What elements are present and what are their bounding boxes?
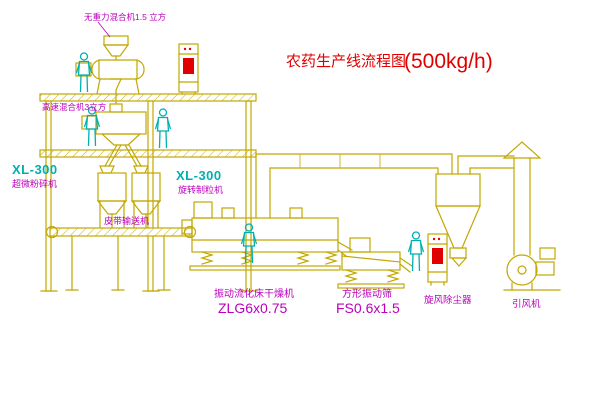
dryer-exhaust-nozzle xyxy=(221,207,235,219)
mixer-motor xyxy=(81,115,97,130)
pulverizer xyxy=(96,165,128,229)
duct-flange xyxy=(299,153,381,169)
vibrating-screen xyxy=(337,237,413,289)
floor-slab-upper xyxy=(39,93,257,102)
cabinet-display xyxy=(432,248,443,264)
fluid-bed-dryer xyxy=(181,201,353,271)
control-cabinet-upper xyxy=(178,43,199,95)
operator-figure xyxy=(83,106,101,147)
exhaust-stack xyxy=(502,141,542,256)
indicator-light xyxy=(437,237,441,241)
spring xyxy=(297,251,309,265)
label-fluid-bed-dryer-model: ZLG6x0.75 xyxy=(218,300,287,316)
label-pulverizer-name: 超微粉碎机 xyxy=(12,178,57,189)
label-high-speed-mixer: 高速混合机3立方 xyxy=(42,102,106,112)
exhaust-duct xyxy=(255,153,453,219)
spring xyxy=(345,269,357,283)
gravity-mixer xyxy=(75,35,145,95)
screen-outlet-chutes xyxy=(399,257,413,273)
diagram-title: 农药生产线流程图 xyxy=(286,53,406,70)
building-structure xyxy=(39,93,258,292)
label-leader-line xyxy=(97,21,111,38)
spring xyxy=(325,251,337,265)
dryer-exhaust-nozzle xyxy=(289,207,303,219)
control-cabinet-lower xyxy=(427,233,448,286)
rotary-granulator xyxy=(130,165,162,229)
label-gravity-mixer: 无重力混合机1.5 立方 xyxy=(84,12,166,22)
conveyor-roller xyxy=(183,225,197,239)
label-belt-conveyor: 皮带输送机 xyxy=(104,215,149,226)
label-granulator-name: 旋转制粒机 xyxy=(178,184,223,195)
label-vibrating-screen: 方形振动筛 xyxy=(342,287,392,300)
label-pulverizer-model: XL-300 xyxy=(12,162,58,177)
operator-figure xyxy=(154,108,172,149)
cabinet-display xyxy=(183,58,194,74)
fan-hub xyxy=(517,265,527,275)
spring xyxy=(387,269,399,283)
label-granulator-model: XL-300 xyxy=(176,168,222,183)
column-left xyxy=(45,100,52,292)
column-middle xyxy=(147,100,154,292)
stack-cap xyxy=(502,141,542,159)
fan-outlet xyxy=(535,261,555,276)
fan-motor xyxy=(539,247,556,260)
annotations: 无重力混合机1.5 立方 高速混合机3立方 XL-300 超微粉碎机 XL-30… xyxy=(12,12,541,316)
fan-housing xyxy=(506,254,538,286)
title-block: 农药生产线流程图 (500kg/h) xyxy=(286,50,493,73)
screen-feed-box xyxy=(349,237,371,253)
label-fan: 引风机 xyxy=(512,298,541,310)
indicator-light xyxy=(188,47,192,51)
induced-draft-fan xyxy=(503,247,561,291)
label-fluid-bed-dryer: 振动流化床干燥机 xyxy=(214,287,294,300)
spring xyxy=(201,251,213,265)
label-cyclone: 旋风除尘器 xyxy=(424,294,472,306)
rotary-valve xyxy=(449,247,467,259)
cyclone-dust-collector xyxy=(435,155,515,267)
indicator-light xyxy=(432,237,436,241)
operators xyxy=(75,52,425,272)
diagram-capacity: (500kg/h) xyxy=(404,50,493,73)
indicator-light xyxy=(183,47,187,51)
label-vibrating-screen-model: FS0.6x1.5 xyxy=(336,300,400,316)
conveyor-roller xyxy=(45,225,59,239)
operator-figure xyxy=(75,52,93,93)
belt-conveyor xyxy=(45,225,197,291)
dryer-inlet-hood xyxy=(193,201,213,219)
